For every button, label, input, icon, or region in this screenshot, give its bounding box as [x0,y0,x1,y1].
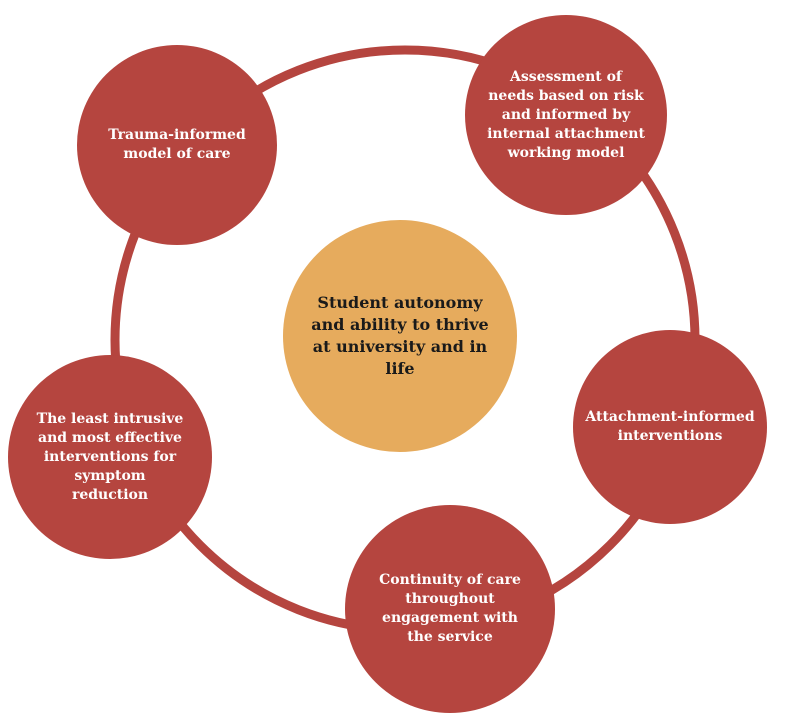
node-assessment: Assessment of needs based on risk and in… [465,15,667,215]
node-trauma-informed: Trauma-informed model of care [77,45,277,245]
node-label: Attachment-informed interventions [585,409,755,444]
node-least-intrusive: The least intrusive and most effective i… [8,355,212,559]
node-label: Continuity of care throughout engagement… [379,572,521,645]
node-attachment-informed: Attachment-informed interventions [573,330,767,524]
center-goal-label: Student autonomy and ability to thrive a… [311,293,489,378]
node-continuity: Continuity of care throughout engagement… [345,505,555,713]
node-label: Trauma-informed model of care [108,127,246,162]
center-goal-circle: Student autonomy and ability to thrive a… [283,220,517,452]
node-label: Assessment of needs based on risk and in… [487,68,645,161]
node-label: The least intrusive and most effective i… [36,410,184,503]
